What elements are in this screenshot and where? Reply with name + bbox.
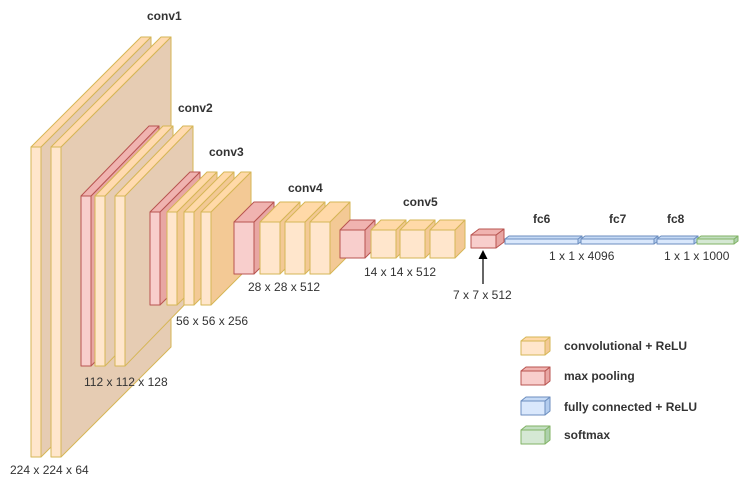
legend-swatch-fc-top-face bbox=[520, 396, 551, 402]
pool5-block bbox=[470, 228, 505, 249]
legend-swatch-softmax-front-face bbox=[520, 429, 546, 445]
legend-label-conv: convolutional + ReLU bbox=[564, 339, 687, 353]
conv1-block-1-front-face bbox=[30, 146, 42, 458]
fc6-title: fc6 bbox=[533, 212, 551, 226]
conv3-block-1-front-face bbox=[166, 211, 178, 306]
conv3-block-2-front-face bbox=[183, 211, 195, 306]
fc7-block bbox=[580, 235, 659, 245]
conv5-title: conv5 bbox=[403, 195, 438, 209]
fc6-block-front-face bbox=[504, 238, 579, 245]
legend-swatch-pool-front-face bbox=[520, 370, 546, 386]
conv5-block-1-front-face bbox=[370, 229, 397, 259]
conv5-block-2-front-face bbox=[399, 229, 426, 259]
fc8-block-front-face bbox=[656, 238, 695, 245]
conv5-dims: 14 x 14 x 512 bbox=[364, 265, 436, 279]
conv3-title: conv3 bbox=[209, 145, 244, 159]
legend-swatch-conv-top-face bbox=[520, 336, 551, 342]
conv4-pool-block-front-face bbox=[233, 221, 255, 275]
conv1-title: conv1 bbox=[147, 9, 182, 23]
layer-blocks bbox=[30, 36, 739, 458]
conv3-dims: 56 x 56 x 256 bbox=[176, 314, 248, 328]
conv3-pool-block-front-face bbox=[149, 211, 161, 306]
conv5-pool-block-front-face bbox=[339, 229, 366, 259]
legend-swatch-pool bbox=[520, 366, 551, 386]
pool5-pointer-arrow bbox=[478, 250, 488, 284]
legend-swatch-softmax bbox=[520, 425, 551, 445]
conv5-block-3-front-face bbox=[429, 229, 456, 259]
fc7-block-front-face bbox=[580, 238, 655, 245]
legend-swatch-fc bbox=[520, 396, 551, 416]
legend-label-fc: fully connected + ReLU bbox=[564, 400, 697, 414]
fc8-dims: 1 x 1 x 1000 bbox=[664, 249, 730, 263]
softmax-block-front-face bbox=[696, 238, 735, 245]
conv4-dims: 28 x 28 x 512 bbox=[248, 280, 320, 294]
pool5-dims: 7 x 7 x 512 bbox=[453, 288, 512, 302]
legend-swatch-conv bbox=[520, 336, 551, 356]
conv3-block-3-front-face bbox=[200, 211, 212, 306]
conv4-block-3-front-face bbox=[309, 221, 331, 275]
legend-swatch-fc-front-face bbox=[520, 400, 546, 416]
legend-swatch-softmax-top-face bbox=[520, 425, 551, 431]
legend-label-pool: max pooling bbox=[564, 369, 635, 383]
conv2-title: conv2 bbox=[178, 101, 213, 115]
conv4-title: conv4 bbox=[288, 181, 323, 195]
fc8-block bbox=[656, 235, 699, 245]
fc6-fc7-dims: 1 x 1 x 4096 bbox=[549, 249, 615, 263]
conv2-block-2-front-face bbox=[114, 195, 126, 367]
legend-swatch-pool-top-face bbox=[520, 366, 551, 372]
conv1-dims: 224 x 224 x 64 bbox=[10, 463, 89, 477]
conv1-block-2-front-face bbox=[50, 146, 62, 458]
conv4-block-2-front-face bbox=[284, 221, 306, 275]
conv5-block-3 bbox=[429, 219, 466, 259]
conv5-pool-block bbox=[339, 219, 376, 259]
pool5-block-front-face bbox=[470, 234, 497, 249]
conv2-block-1-front-face bbox=[94, 195, 106, 367]
fc7-title: fc7 bbox=[609, 212, 627, 226]
legend-swatch-conv-front-face bbox=[520, 340, 546, 356]
legend-label-softmax: softmax bbox=[564, 428, 610, 442]
conv4-block-1-front-face bbox=[259, 221, 281, 275]
conv2-pool-block-front-face bbox=[80, 195, 92, 367]
fc6-block bbox=[504, 235, 583, 245]
fc8-title: fc8 bbox=[667, 212, 685, 226]
softmax-block bbox=[696, 235, 739, 245]
conv2-dims: 112 x 112 x 128 bbox=[84, 375, 168, 389]
